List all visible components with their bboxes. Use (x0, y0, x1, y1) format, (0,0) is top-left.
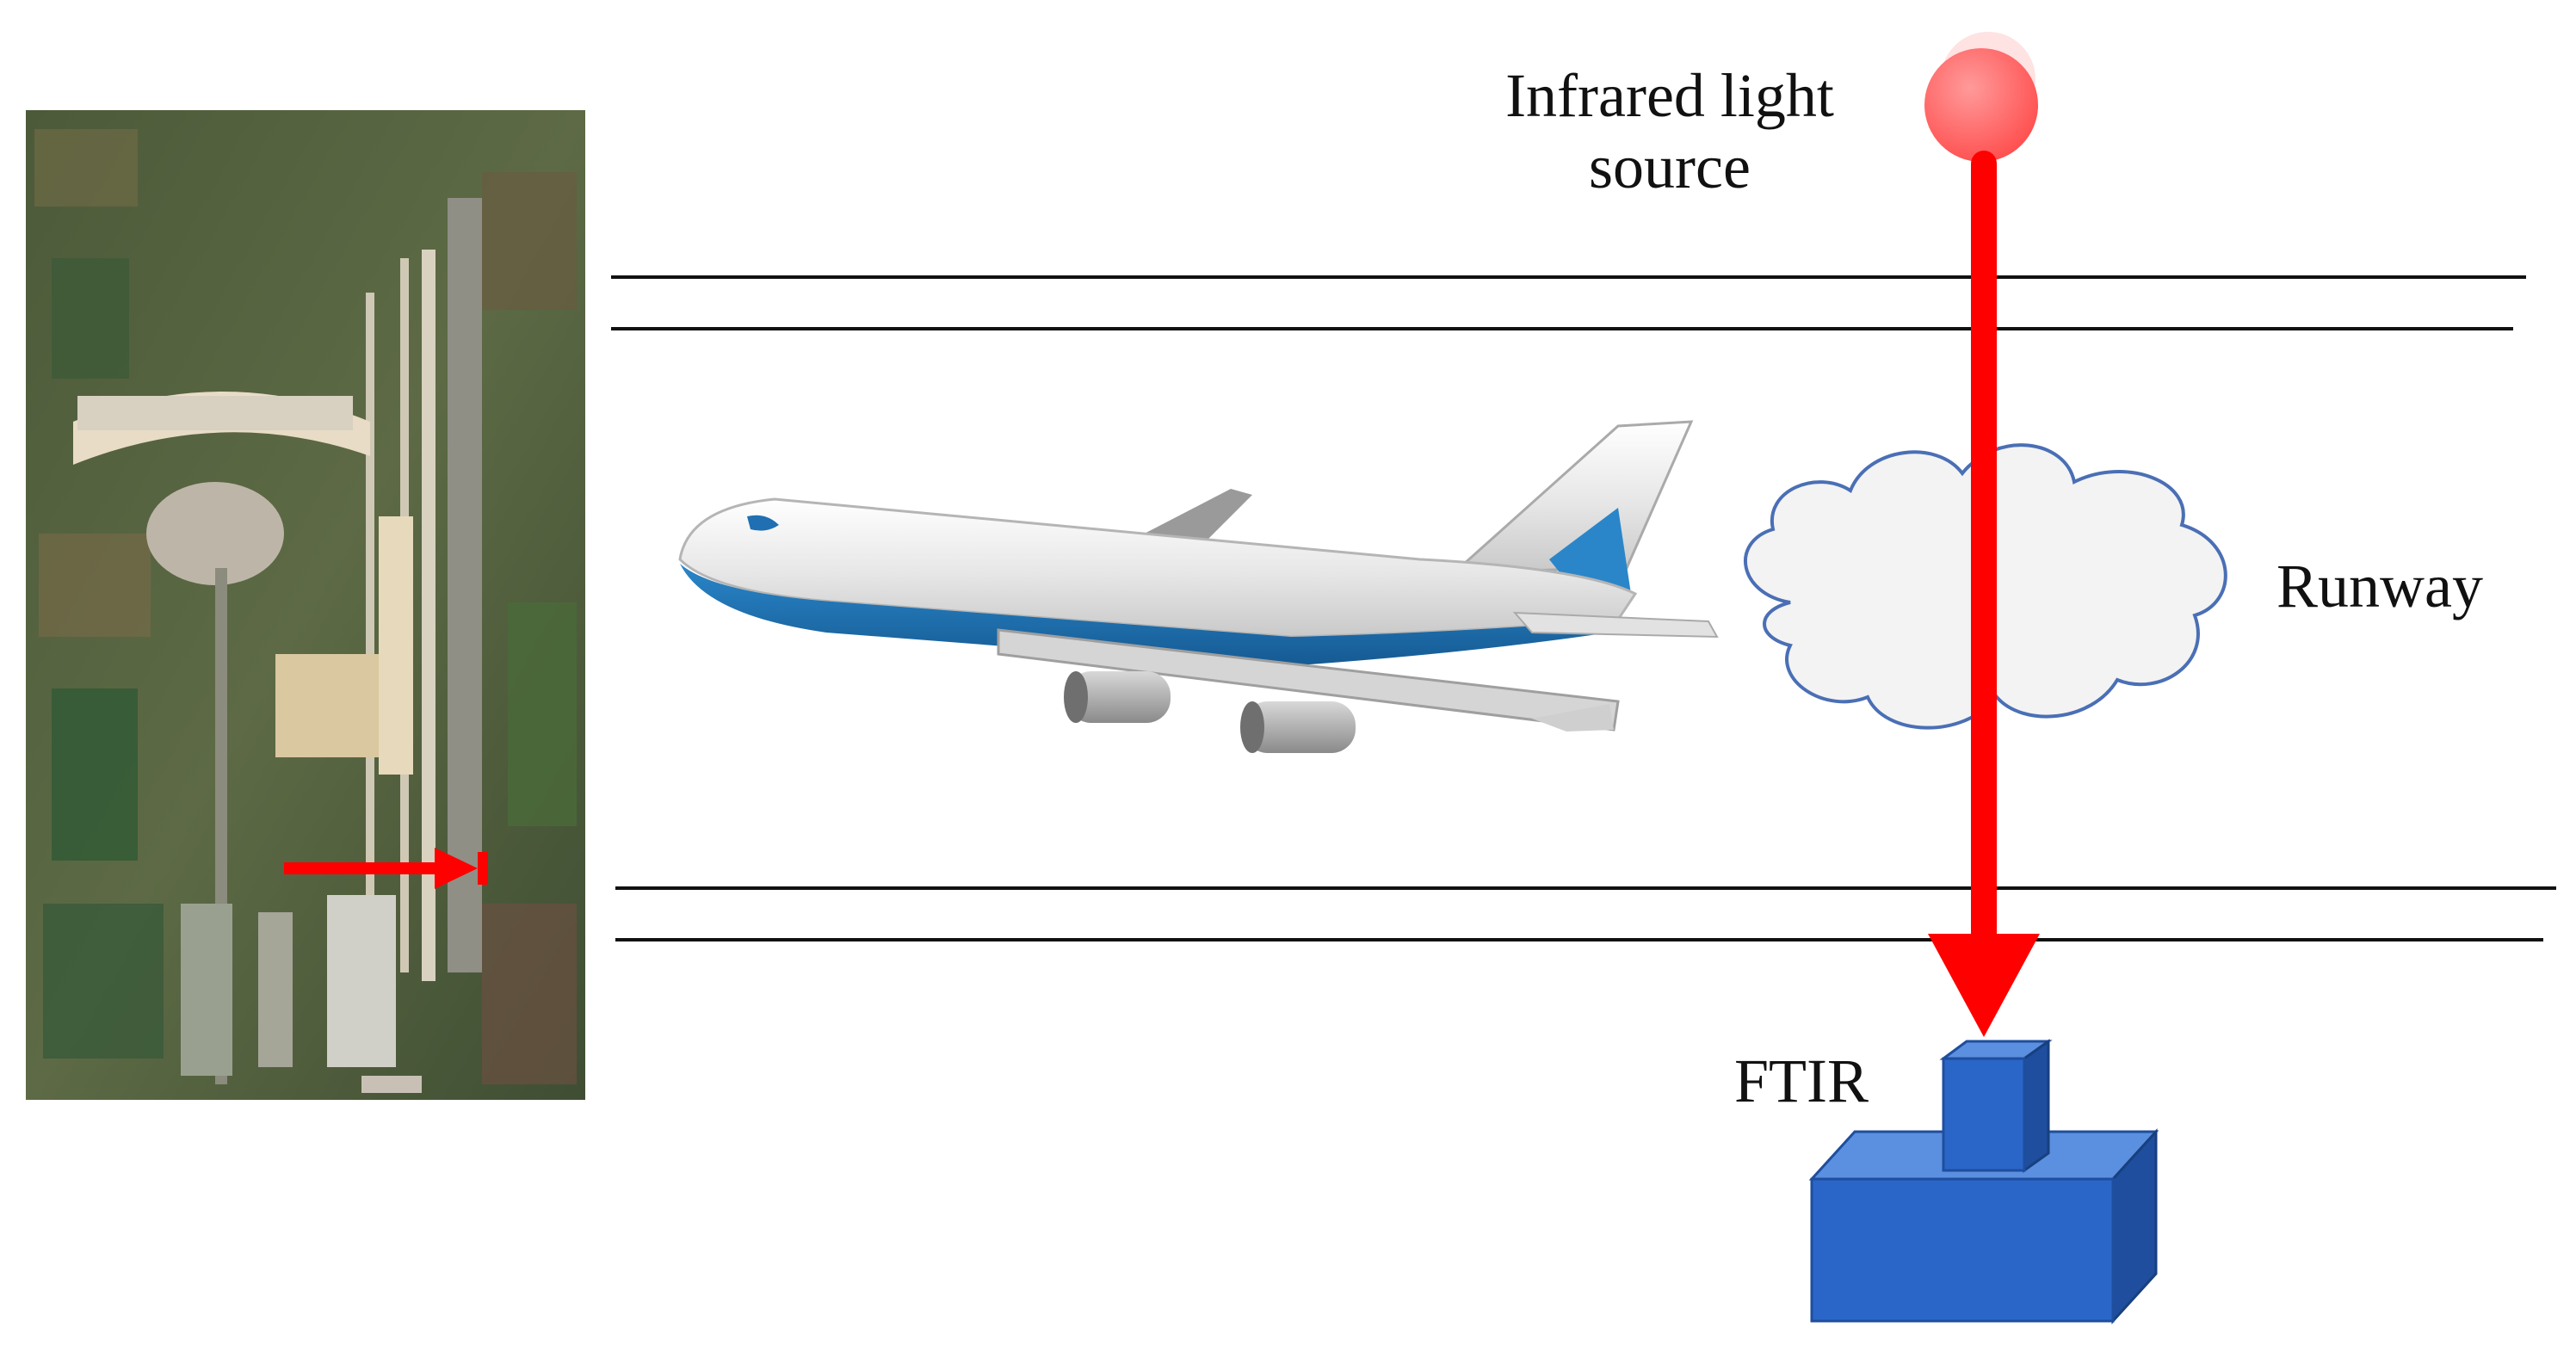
satellite-map (26, 110, 585, 1100)
location-arrow-icon (284, 848, 488, 889)
infrared-beam-arrow (1928, 151, 2040, 1037)
ftir-label: FTIR (1734, 1046, 1869, 1115)
infrared-source-label-line2: source (1589, 132, 1751, 201)
infrared-source-label: Infrared light source (1463, 60, 1876, 203)
engine-icon (1064, 671, 1356, 753)
runway-label: Runway (2276, 552, 2483, 620)
infrared-source-icon (1924, 32, 2038, 162)
ftir-instrument-icon (1808, 1039, 2159, 1324)
infrared-source-label-line1: Infrared light (1505, 61, 1834, 130)
airplane-icon (678, 420, 1719, 753)
runway-lines (611, 275, 2556, 941)
